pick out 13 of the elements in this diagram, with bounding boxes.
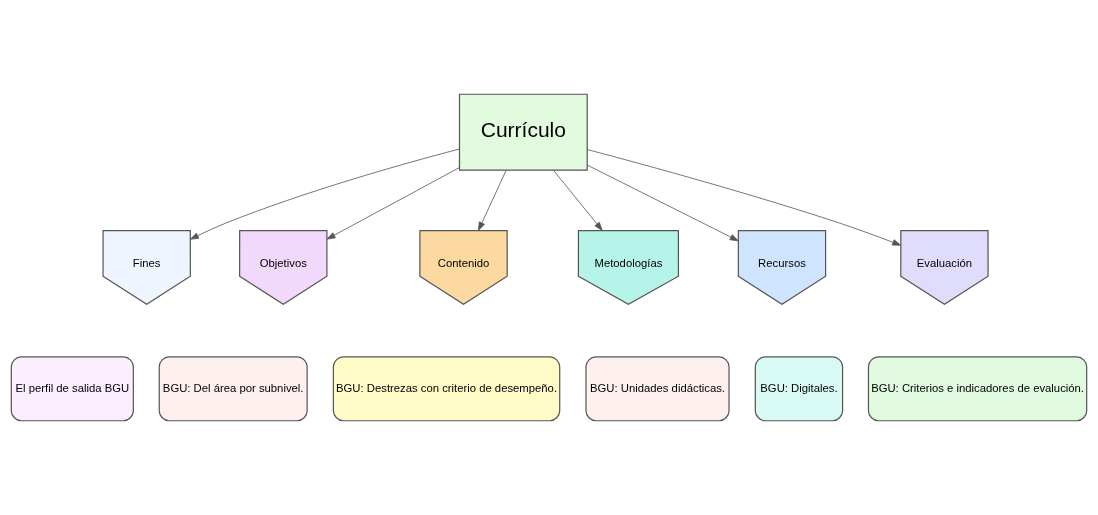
arrow — [326, 167, 460, 240]
node-box: BGU: Criterios e indicadores de evalución. — [867, 356, 1088, 422]
arrow — [586, 164, 739, 242]
node-box: BGU: Destrezas con criterio de desempeño. — [332, 356, 561, 422]
arrow — [586, 149, 902, 246]
arrow — [478, 170, 507, 231]
node-box: BGU: Del área por subnivel. — [158, 356, 308, 422]
node-box: BGU: Unidades didácticas. — [585, 356, 730, 422]
arrow — [189, 148, 460, 240]
arrow — [553, 170, 603, 231]
node-box: BGU: Digitales. — [754, 356, 844, 422]
node-box: El perfil de salida BGU — [10, 356, 134, 422]
node-box: Currículo — [458, 93, 588, 171]
